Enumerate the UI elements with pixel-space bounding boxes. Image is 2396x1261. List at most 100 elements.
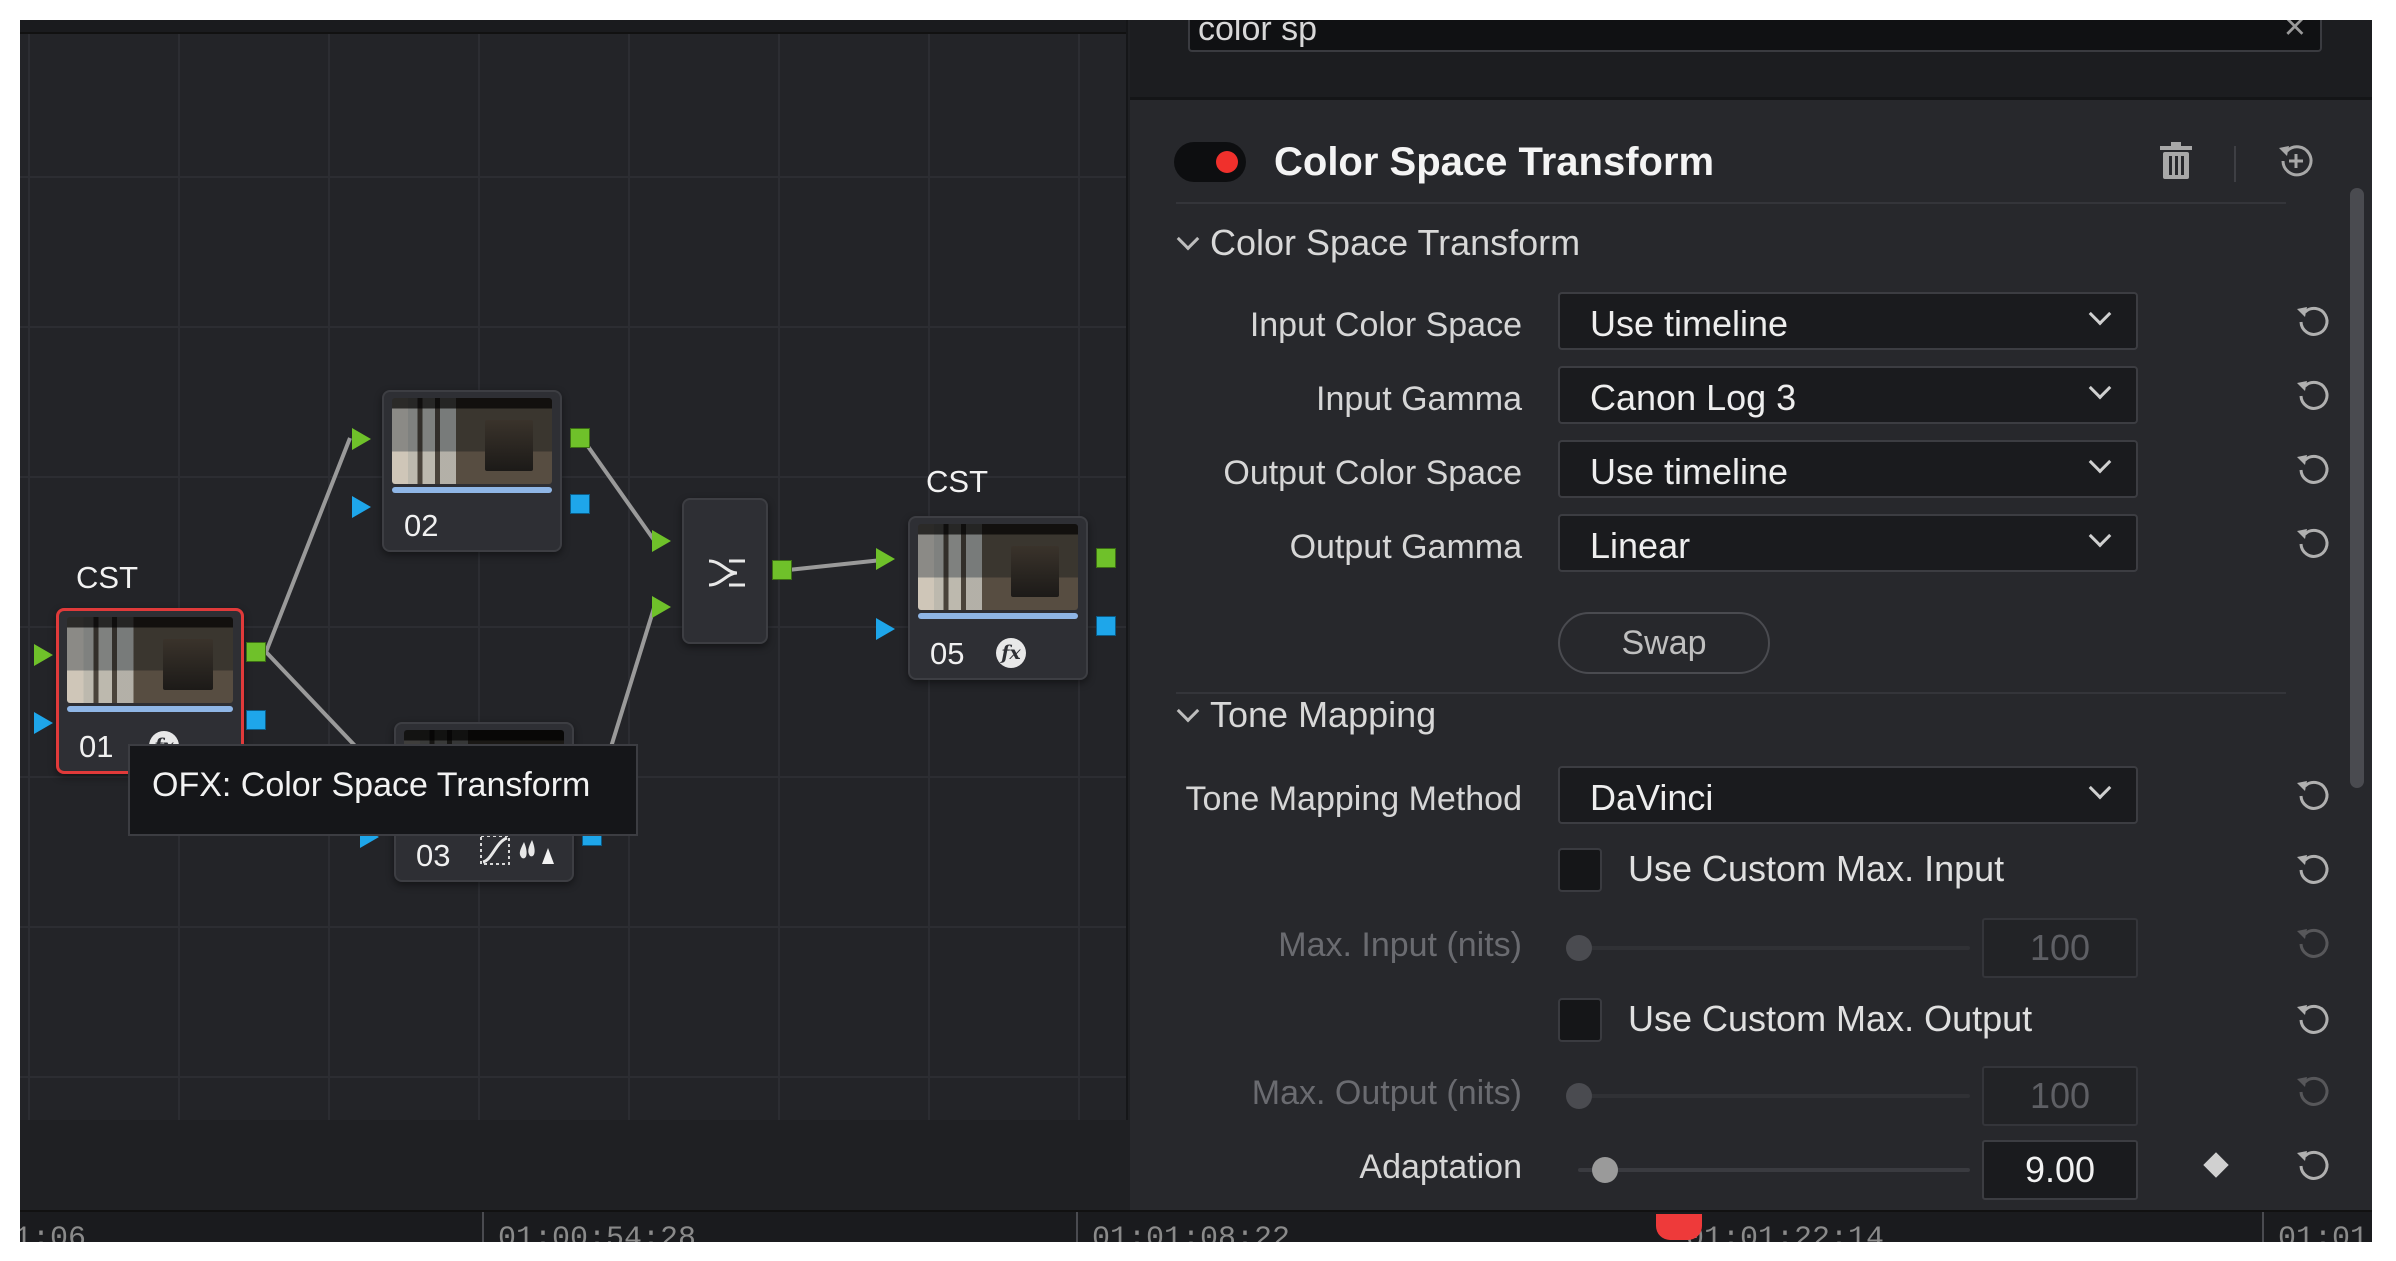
chevron-down-icon <box>1176 227 1200 251</box>
reset-icon[interactable] <box>2293 850 2333 890</box>
section-cst-title: Color Space Transform <box>1210 222 1581 263</box>
node-editor[interactable]: CST 01 fx 02 03 <box>20 20 1128 1120</box>
node-05-input-alpha-port[interactable] <box>876 618 895 640</box>
node-02-output-rgb-port[interactable] <box>570 428 590 448</box>
node-01-input-alpha-port[interactable] <box>34 712 53 734</box>
keyframe-diamond-icon[interactable] <box>2203 1152 2229 1178</box>
reset-icon <box>2297 1076 2329 1106</box>
node-05-input-rgb-port[interactable] <box>876 548 895 570</box>
timecode-label: 01:01: <box>2278 1222 2372 1242</box>
node-02-number: 02 <box>404 508 439 543</box>
adaptation-slider-handle[interactable] <box>1592 1157 1618 1183</box>
tone-mapping-method-label: Tone Mapping Method <box>1185 780 1522 818</box>
tone-mapping-method-dropdown[interactable]: DaVinci <box>1558 766 2138 824</box>
use-custom-max-output-checkbox[interactable] <box>1558 998 1602 1042</box>
ruler-tick <box>2262 1212 2264 1242</box>
wire-02-mixer <box>580 436 656 542</box>
effects-inspector: color sp × Color Space Transform <box>1130 20 2372 1215</box>
input-gamma-value: Canon Log 3 <box>1590 377 1797 418</box>
ruler-tick <box>482 1212 484 1242</box>
mixer-input-2-port[interactable] <box>652 596 671 618</box>
inspector-scrollbar[interactable] <box>2350 188 2364 788</box>
toggle-knob <box>1216 151 1238 173</box>
section-cst-header[interactable]: Color Space Transform <box>1176 222 1580 264</box>
input-color-space-value: Use timeline <box>1590 303 1789 344</box>
chevron-down-icon <box>2088 376 2112 400</box>
max-input-slider[interactable] <box>1578 946 1970 950</box>
mixer-output-port[interactable] <box>772 560 792 580</box>
reset-icon[interactable] <box>2293 1146 2333 1186</box>
node-01-input-rgb-port[interactable] <box>34 644 53 666</box>
node-05-thumbnail <box>918 524 1078 610</box>
search-value: color sp <box>1198 20 1318 48</box>
output-color-space-dropdown[interactable]: Use timeline <box>1558 440 2138 498</box>
adaptation-field[interactable]: 9.00 <box>1982 1140 2138 1200</box>
output-gamma-label: Output Gamma <box>1289 528 1522 566</box>
node-05[interactable]: 05 fx <box>908 516 1088 680</box>
node-tooltip: OFX: Color Space Transform <box>128 744 638 836</box>
mixer-input-1-port[interactable] <box>652 530 671 552</box>
mixer-icon <box>708 559 745 587</box>
node-editor-top-strip <box>20 20 1126 34</box>
chevron-down-icon <box>2088 450 2112 474</box>
node-05-output-rgb-port[interactable] <box>1096 548 1116 568</box>
use-custom-max-output-label: Use Custom Max. Output <box>1628 998 2033 1039</box>
node-01-bar <box>67 706 233 712</box>
output-gamma-dropdown[interactable]: Linear <box>1558 514 2138 572</box>
node-01-output-alpha-port[interactable] <box>246 710 266 730</box>
node-02[interactable]: 02 <box>382 390 562 552</box>
reset-icon[interactable] <box>2293 376 2333 416</box>
node-02-output-alpha-port[interactable] <box>570 494 590 514</box>
section-tone-mapping-title: Tone Mapping <box>1210 694 1437 735</box>
reset-icon[interactable] <box>2293 1000 2333 1040</box>
max-output-slider[interactable] <box>1578 1094 1970 1098</box>
node-01-output-rgb-port[interactable] <box>246 642 266 662</box>
node-05-bar <box>918 613 1078 619</box>
parallel-mixer-node[interactable] <box>682 498 768 644</box>
adaptation-slider[interactable] <box>1578 1168 1970 1172</box>
output-color-space-value: Use timeline <box>1590 451 1789 492</box>
fx-icon: fx <box>996 638 1026 668</box>
trash-icon[interactable] <box>2160 142 2192 180</box>
max-input-label: Max. Input (nits) <box>1278 926 1522 964</box>
reset-icon[interactable] <box>2293 524 2333 564</box>
chevron-down-icon <box>2088 302 2112 326</box>
use-custom-max-input-label: Use Custom Max. Input <box>1628 848 2005 889</box>
node-05-output-alpha-port[interactable] <box>1096 616 1116 636</box>
resolve-color-page: CST 01 fx 02 03 <box>20 20 2372 1242</box>
input-gamma-dropdown[interactable]: Canon Log 3 <box>1558 366 2138 424</box>
wire-mixer-05 <box>787 558 883 572</box>
effect-header: Color Space Transform <box>1130 102 2372 202</box>
max-output-field[interactable]: 100 <box>1982 1066 2138 1126</box>
curves-and-color-icons <box>480 835 554 865</box>
reset-icon[interactable] <box>2293 450 2333 490</box>
max-input-slider-handle[interactable] <box>1566 935 1592 961</box>
effects-search-input[interactable]: color sp × <box>1188 20 2322 52</box>
header-divider <box>2234 146 2236 182</box>
node-02-input-rgb-port[interactable] <box>352 428 371 450</box>
swap-button[interactable]: Swap <box>1558 612 1770 674</box>
node-03-number: 03 <box>416 838 451 873</box>
clear-search-icon[interactable]: × <box>2283 20 2306 48</box>
node-01-number: 01 <box>79 729 114 764</box>
playhead[interactable] <box>1656 1214 1702 1240</box>
reset-icon[interactable] <box>2293 302 2333 342</box>
tone-mapping-method-value: DaVinci <box>1590 777 1714 818</box>
timecode-label: 01:01:22:14 <box>1686 1222 1885 1242</box>
chevron-down-icon <box>2088 776 2112 800</box>
timeline-ruler[interactable]: 1:06 01:00:54:28 01:01:08:22 01:01:22:14… <box>20 1210 2372 1242</box>
input-color-space-dropdown[interactable]: Use timeline <box>1558 292 2138 350</box>
effect-enable-toggle[interactable] <box>1174 142 1246 182</box>
node-05-number: 05 <box>930 636 965 671</box>
max-output-slider-handle[interactable] <box>1566 1083 1592 1109</box>
max-output-label: Max. Output (nits) <box>1251 1074 1522 1112</box>
node-02-input-alpha-port[interactable] <box>352 496 371 518</box>
use-custom-max-input-checkbox[interactable] <box>1558 848 1602 892</box>
reset-icon[interactable] <box>2293 776 2333 816</box>
chevron-down-icon <box>2088 524 2112 548</box>
effects-search-bar: color sp × <box>1130 20 2372 100</box>
section-tone-mapping-header[interactable]: Tone Mapping <box>1176 694 1436 736</box>
max-input-field[interactable]: 100 <box>1982 918 2138 978</box>
timecode-label: 01:01:08:22 <box>1092 1222 1291 1242</box>
reset-all-icon[interactable] <box>2275 140 2317 182</box>
